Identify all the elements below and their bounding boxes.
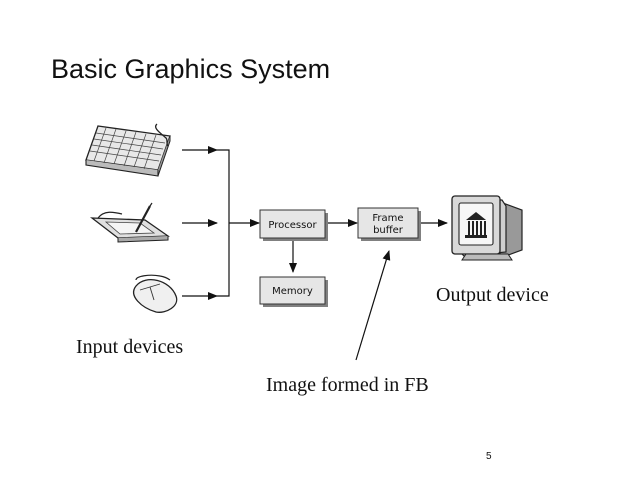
input-arrows: [182, 146, 448, 361]
memory-label: Memory: [272, 286, 313, 297]
processor-label: Processor: [268, 220, 317, 231]
slide-title: Basic Graphics System: [51, 54, 331, 84]
input-bus-bracket: [217, 149, 230, 297]
crt-monitor-icon: [451, 195, 523, 261]
keyboard-icon: [85, 123, 171, 177]
image-formed-label: Image formed in FB: [266, 374, 429, 396]
fb-pointer-line: [355, 250, 391, 361]
frame-buffer-label-line1: Frame: [372, 213, 403, 224]
processor-box: Processor: [259, 209, 328, 241]
mouse-icon: [133, 274, 178, 313]
page-number: 5: [486, 451, 492, 462]
graphics-tablet-icon: [89, 202, 170, 243]
memory-box: Memory: [259, 276, 328, 307]
output-device-label: Output device: [436, 284, 549, 306]
frame-buffer-box: Frame buffer: [357, 207, 421, 241]
frame-buffer-label-line2: buffer: [373, 225, 404, 236]
input-devices-label: Input devices: [76, 336, 184, 358]
